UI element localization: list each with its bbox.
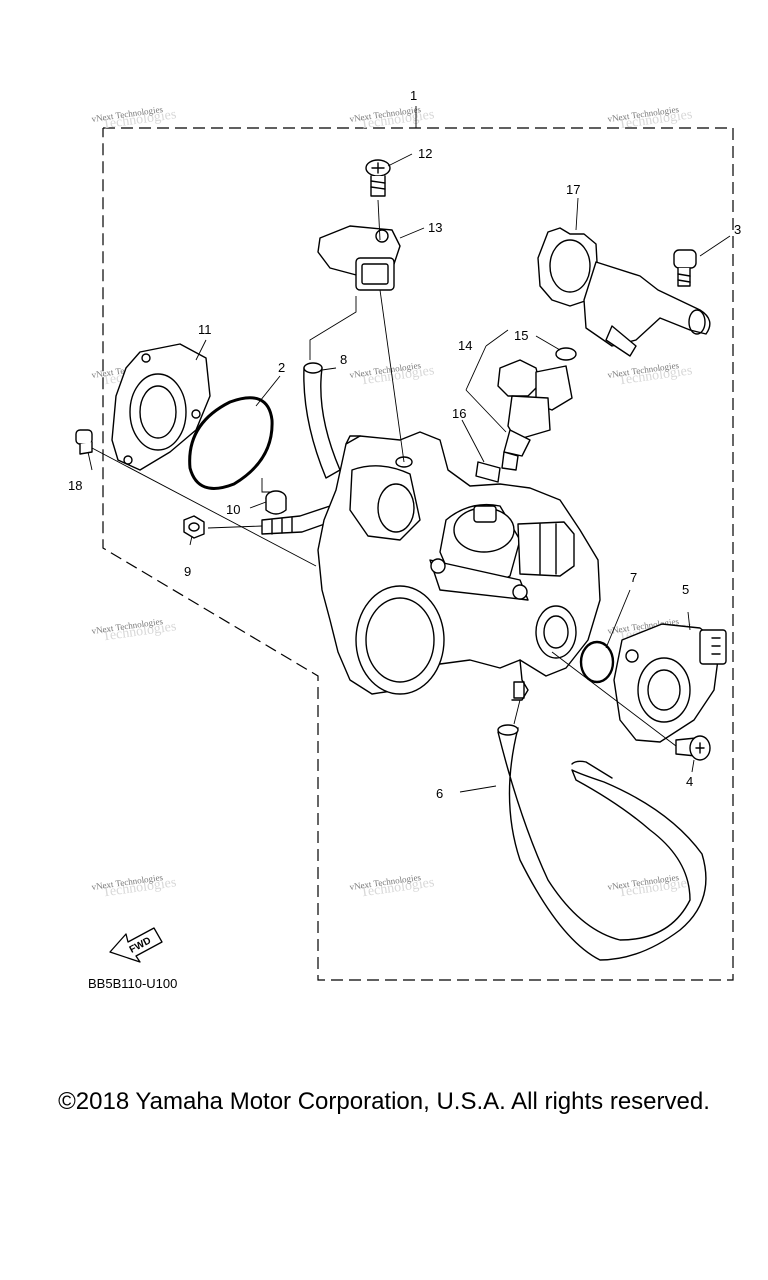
callout-3: 3 [734, 222, 741, 237]
part-4-screw [675, 735, 711, 761]
part-13-sensor [317, 225, 401, 291]
callout-labels: 1 2 3 4 5 6 7 8 9 10 11 12 13 14 15 16 1… [68, 88, 741, 801]
callout-8: 8 [340, 352, 347, 367]
throttle-body [317, 431, 601, 701]
part-5-sensor [613, 623, 727, 743]
part-15-oring [555, 347, 577, 361]
callout-6: 6 [436, 786, 443, 801]
part-6-hose [497, 724, 707, 961]
part-11-cover [111, 343, 211, 471]
part-10-cap [265, 490, 287, 515]
callout-5: 5 [682, 582, 689, 597]
callout-7: 7 [630, 570, 637, 585]
callout-12: 12 [418, 146, 432, 161]
part-16-seal [475, 461, 501, 483]
callout-18: 18 [68, 478, 82, 493]
assembly-boundary [102, 127, 734, 981]
part-3-screw [673, 249, 697, 287]
part-12-screw [365, 159, 391, 197]
part-9-nut [183, 515, 205, 539]
part-18-screw [75, 429, 93, 455]
callout-11: 11 [198, 322, 212, 337]
callout-16: 16 [452, 406, 466, 421]
callout-1: 1 [410, 88, 417, 103]
fwd-arrow-icon: FWD [109, 927, 163, 963]
leader-lines [87, 106, 731, 793]
callout-17: 17 [566, 182, 580, 197]
callout-2: 2 [278, 360, 285, 375]
part-14-injector [497, 359, 573, 471]
part-2-gasket [188, 396, 274, 490]
callout-14: 14 [458, 338, 472, 353]
callout-9: 9 [184, 564, 191, 579]
callout-13: 13 [428, 220, 442, 235]
diagram-code: BB5B110-U100 [88, 976, 178, 991]
part-17-fuel-rail [537, 227, 711, 357]
callout-15: 15 [514, 328, 528, 343]
callout-4: 4 [686, 774, 693, 789]
copyright-text: ©2018 Yamaha Motor Corporation, U.S.A. A… [58, 1088, 710, 1115]
part-7-oring [579, 640, 615, 684]
callout-10: 10 [226, 502, 240, 517]
part-8-hose [303, 367, 341, 479]
